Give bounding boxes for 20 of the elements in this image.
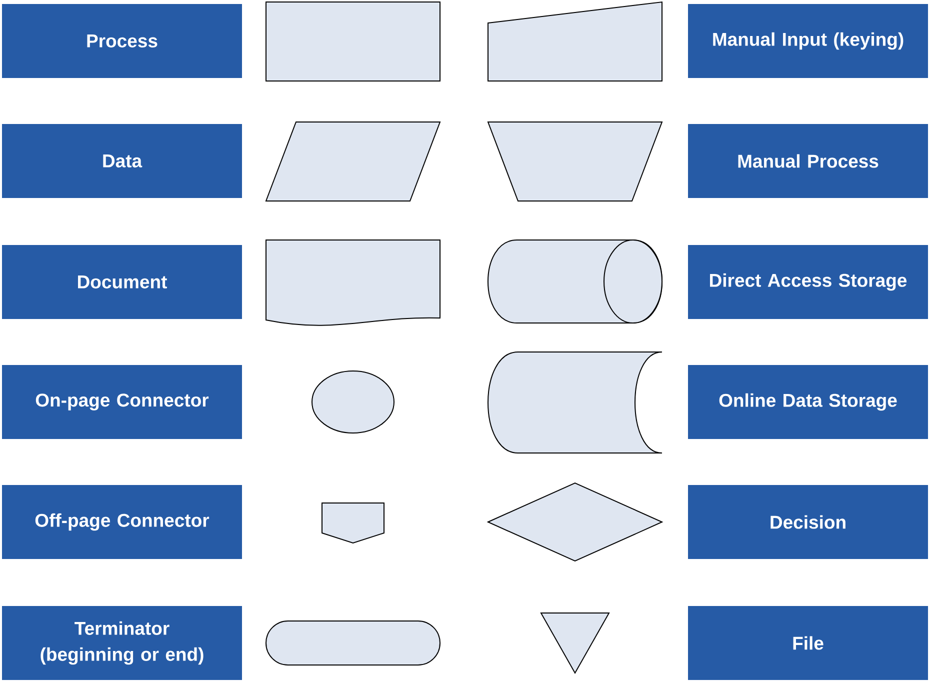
label-box: File [688, 606, 928, 680]
ellipse-symbol [312, 370, 394, 434]
drum-symbol [488, 352, 662, 454]
label-box: Manual Process [688, 124, 928, 198]
label-box: Terminator (beginning or end) [2, 606, 242, 680]
quadrilateral-symbol [488, 1, 662, 82]
label-box: Off-page Connector [2, 485, 242, 559]
cylinder-symbol [487, 240, 663, 324]
label-box: Manual Input (keying) [688, 4, 928, 78]
box-symbol [266, 2, 440, 82]
document-symbol [266, 240, 440, 326]
label-box: Document [2, 245, 242, 319]
label-box: Data [2, 124, 242, 198]
label-box: Online Data Storage [688, 365, 928, 439]
label-box: On-page Connector [2, 365, 242, 439]
pentagon-symbol [322, 502, 384, 544]
label-box: Decision [688, 485, 928, 559]
label-box: Direct Access Storage [688, 245, 928, 319]
capsule-symbol [266, 620, 440, 666]
label-box: Process [2, 4, 242, 78]
